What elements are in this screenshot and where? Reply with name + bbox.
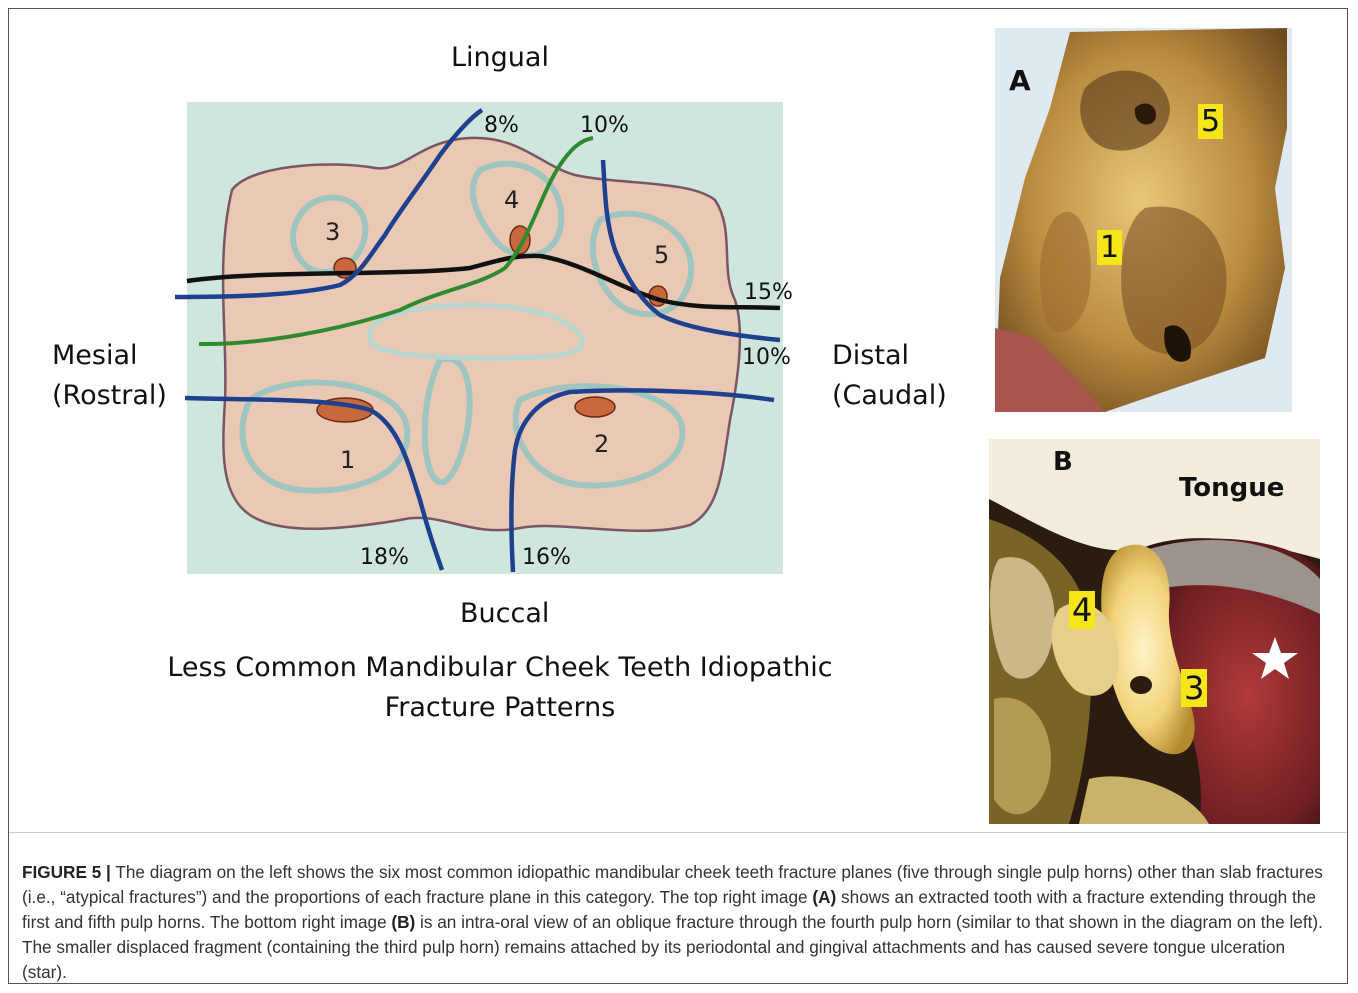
- caption-ref-a: (A): [812, 887, 836, 907]
- figure-caption: FIGURE 5 | The diagram on the left shows…: [22, 860, 1332, 985]
- photo-a-tag-5: 5: [1198, 104, 1223, 139]
- horn-number-4: 4: [504, 186, 519, 214]
- percentage-10-right: 10%: [742, 345, 791, 370]
- horn-number-1: 1: [340, 446, 355, 474]
- extracted-tooth-image: [995, 28, 1292, 412]
- caption-separator: [9, 832, 1347, 833]
- diagram-title-line2: Fracture Patterns: [120, 688, 880, 728]
- mesial-sub-label: (Rostral): [52, 380, 167, 411]
- mesial-label: Mesial: [52, 340, 138, 371]
- horn-number-2: 2: [594, 430, 609, 458]
- horn-number-3: 3: [325, 218, 340, 246]
- photo-a-tag-1: 1: [1097, 230, 1122, 265]
- horn-number-5: 5: [654, 241, 669, 269]
- photo-a: A 5 1: [995, 28, 1292, 412]
- pulp-horn-2: [575, 397, 615, 417]
- distal-label: Distal: [832, 340, 909, 371]
- photo-b-panel-label: B: [1053, 447, 1073, 477]
- percentage-8: 8%: [484, 113, 519, 138]
- percentage-10-top: 10%: [580, 113, 629, 138]
- lingual-label: Lingual: [451, 42, 549, 73]
- percentage-15: 15%: [744, 280, 793, 305]
- figure-label: FIGURE 5 |: [22, 862, 111, 882]
- photo-b-tongue-label: Tongue: [1179, 473, 1284, 503]
- percentage-18: 18%: [360, 545, 409, 570]
- caption-ref-b: (B): [391, 912, 415, 932]
- distal-sub-label: (Caudal): [832, 380, 947, 411]
- photo-a-panel-label: A: [1009, 64, 1031, 97]
- fracture-diagram: 3 4 5 1 2 8% 10% 15% 10% 18% 16%: [170, 95, 830, 615]
- photo-b: B Tongue 4 3: [989, 439, 1320, 824]
- photo-b-tag-4: 4: [1069, 591, 1095, 629]
- percentage-16: 16%: [522, 545, 571, 570]
- photo-b-tag-3: 3: [1181, 669, 1207, 707]
- diagram-title-line1: Less Common Mandibular Cheek Teeth Idiop…: [120, 648, 880, 688]
